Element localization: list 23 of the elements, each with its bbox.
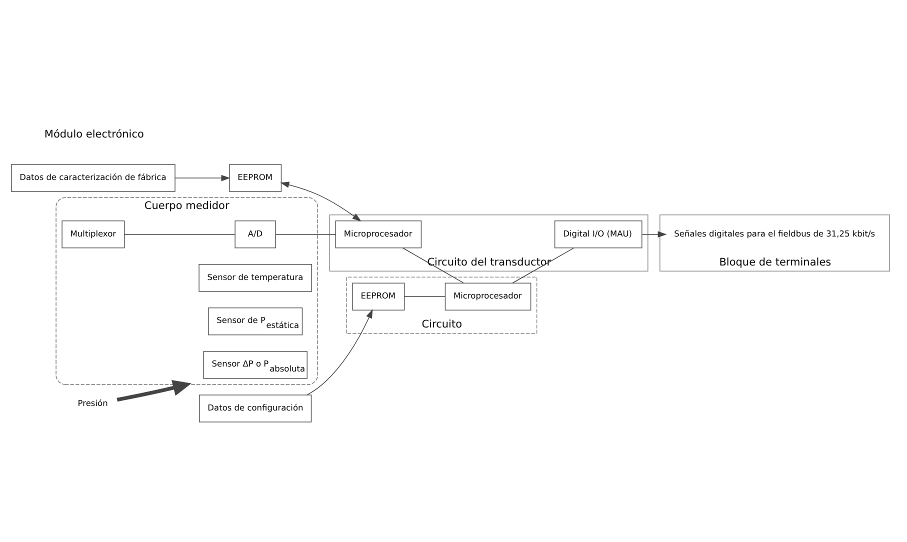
node-text: Presión	[78, 398, 108, 408]
node-text: Señales digitales para el fieldbus de 31,25 kbit/s	[674, 228, 876, 238]
connector	[124, 233, 236, 234]
connector	[275, 233, 336, 234]
node-box: Digital I/O (MAU)	[554, 220, 642, 248]
node-box: Microprocesador	[444, 282, 532, 310]
node-box: Microprocesador	[335, 220, 422, 248]
label: Módulo electrónico	[44, 128, 144, 140]
arrow	[306, 308, 373, 395]
node-box: EEPROM	[229, 164, 282, 192]
arrow	[280, 181, 362, 221]
node-box: A/D	[234, 220, 276, 248]
arrow	[116, 379, 192, 402]
arrow	[642, 230, 667, 237]
node-box: Datos de caracterización de fábrica	[11, 164, 176, 192]
node-box: EEPROM	[352, 282, 405, 310]
node-box: Multiplexor	[62, 220, 125, 248]
arrow	[174, 174, 230, 181]
connector	[512, 247, 574, 283]
node-box: Sensor de temperatura	[198, 264, 312, 292]
connector	[402, 247, 464, 283]
node-box: Datos de configuración	[199, 394, 312, 422]
connector	[404, 296, 446, 297]
